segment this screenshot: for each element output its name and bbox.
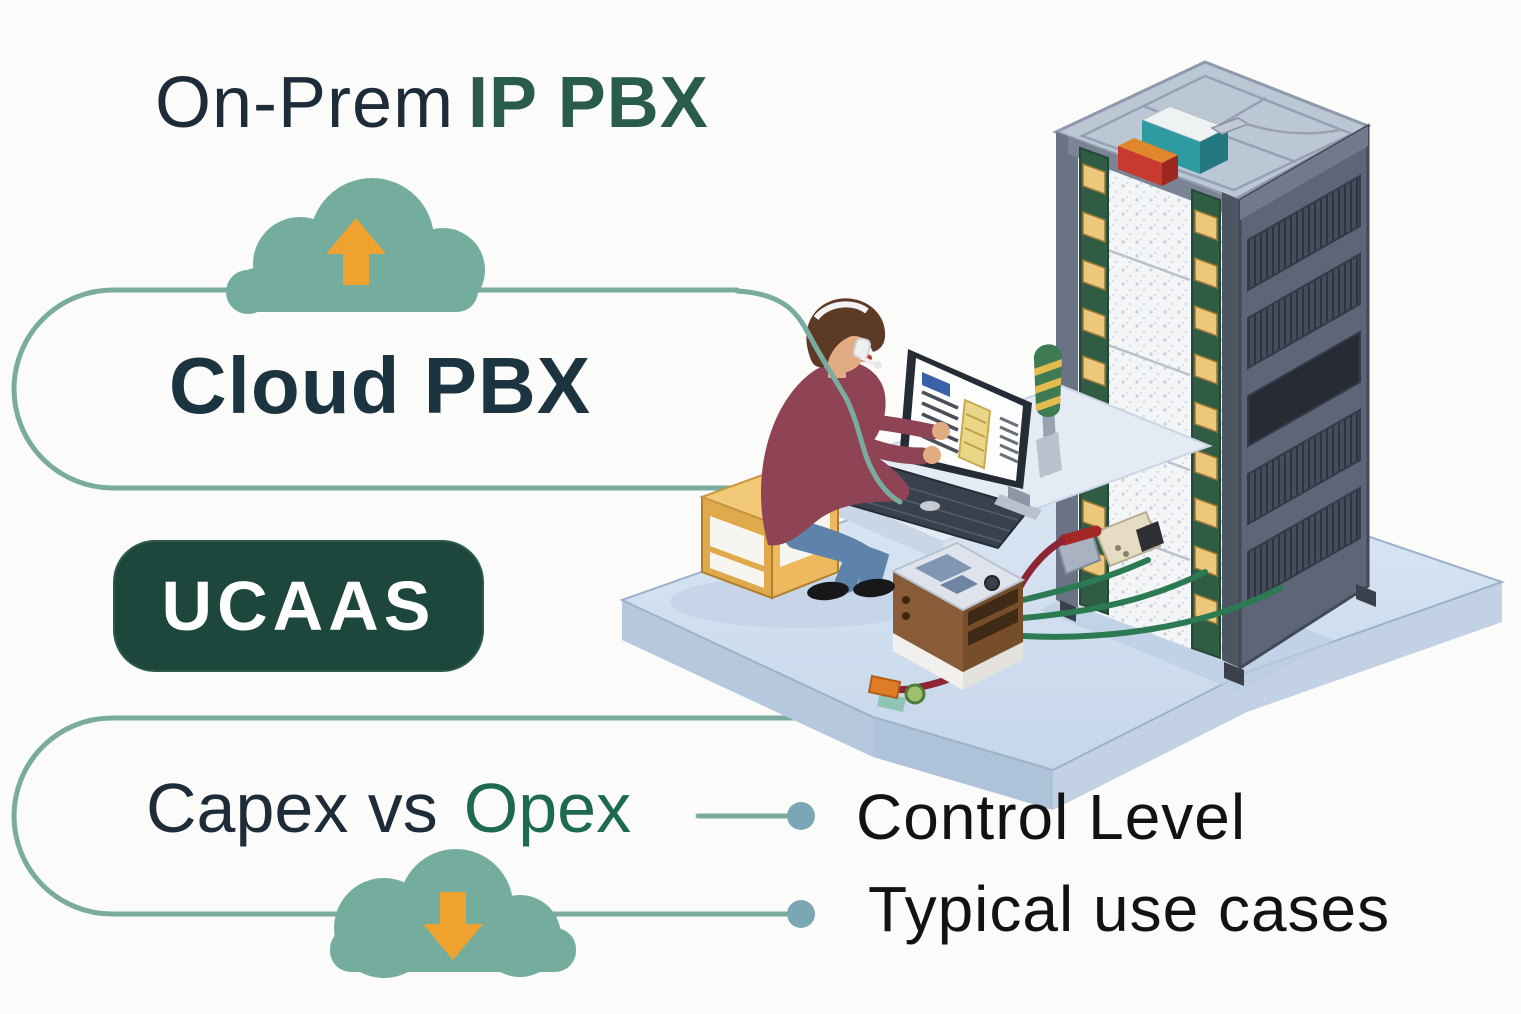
server-rack (1052, 60, 1376, 686)
up-arrow-icon (326, 218, 386, 285)
control-level-label: Control Level (856, 781, 1247, 853)
ucaas-badge: UCAAS (113, 540, 484, 672)
hair (806, 298, 886, 368)
typical-use-cases-label: Typical use cases (868, 873, 1391, 945)
network-appliance (890, 541, 1026, 690)
cloud-upload-icon (226, 178, 485, 314)
opex-label: Opex (463, 769, 632, 847)
cloud-download-icon (330, 849, 576, 978)
striped-plant (1033, 344, 1062, 478)
network-devices (1056, 510, 1164, 576)
bullet-dot-usecases (787, 900, 815, 928)
title-highlight: IP PBX (468, 63, 709, 143)
capex-vs-opex-label: Capex vs Opex (146, 768, 631, 848)
headset-icon (813, 301, 882, 369)
title-prefix: On-Prem (155, 63, 455, 143)
headset-cable (734, 288, 903, 505)
technician (699, 298, 950, 601)
bullet-dot-control (787, 802, 815, 830)
down-arrow-icon (423, 892, 483, 960)
cloud-pbx-label: Cloud PBX (168, 341, 592, 430)
capex-label: Capex vs (146, 769, 438, 847)
rack-top-devices (1118, 105, 1341, 186)
ucaas-badge-label: UCAAS (161, 567, 436, 645)
cable-connector (867, 674, 926, 712)
